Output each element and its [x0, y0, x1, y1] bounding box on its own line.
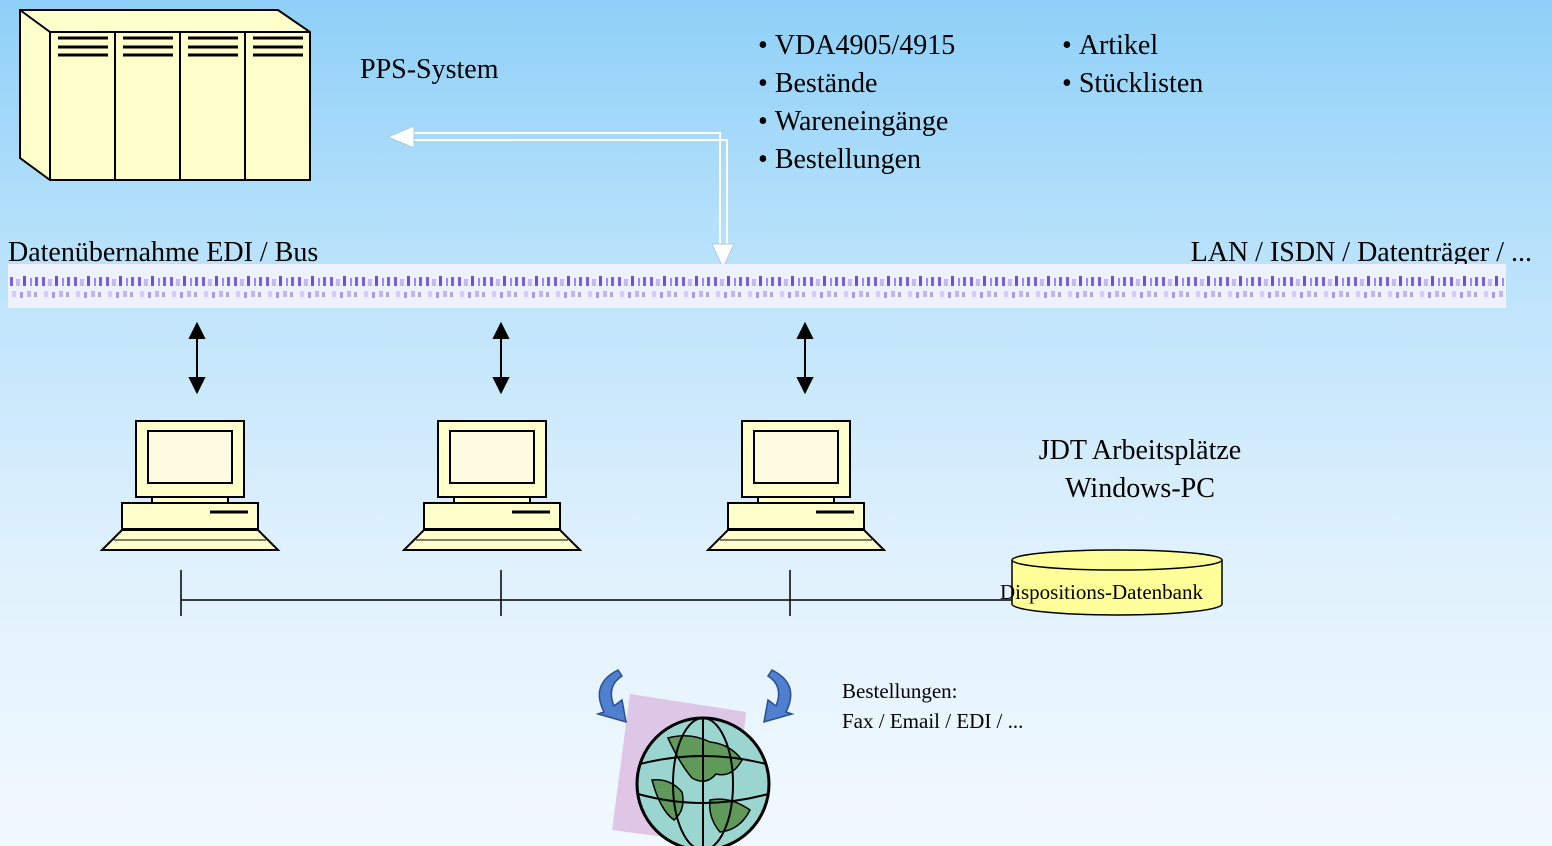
pps-system-label: PPS-System	[360, 54, 499, 85]
rotate-arrow-left	[595, 669, 627, 724]
workstation-pc-icon	[99, 420, 281, 551]
pps-server-icon	[19, 9, 311, 181]
data-types-list-right: Artikel Stücklisten	[1062, 27, 1203, 103]
data-type-item: Bestellungen	[758, 141, 955, 179]
bus-label-right: LAN / ISDN / Datenträger / ...	[1190, 237, 1532, 268]
network-bus	[8, 264, 1506, 308]
data-types-list-left: VDA4905/4915 Bestände Wareneingänge Best…	[758, 27, 955, 179]
data-type-item: Artikel	[1062, 27, 1203, 65]
workstations-subtitle: Windows-PC	[1065, 473, 1215, 504]
database-icon	[1011, 549, 1223, 616]
data-type-item: Wareneingänge	[758, 103, 955, 141]
data-type-item: Stücklisten	[1062, 65, 1203, 103]
orders-title: Bestellungen:	[842, 679, 958, 703]
globe-icon	[595, 669, 795, 846]
workstations-title: JDT Arbeitsplätze	[1038, 435, 1242, 466]
rotate-arrow-right	[763, 669, 795, 724]
workstation-pc-icon	[705, 420, 887, 551]
workstation-pc-icon	[401, 420, 583, 551]
database-label: Dispositions-Datenbank	[1000, 580, 1203, 604]
bus-label-left: Datenübernahme EDI / Bus	[8, 237, 319, 268]
orders-channels: Fax / Email / EDI / ...	[842, 709, 1024, 733]
data-type-item: VDA4905/4915	[758, 27, 955, 65]
data-type-item: Bestände	[758, 65, 955, 103]
